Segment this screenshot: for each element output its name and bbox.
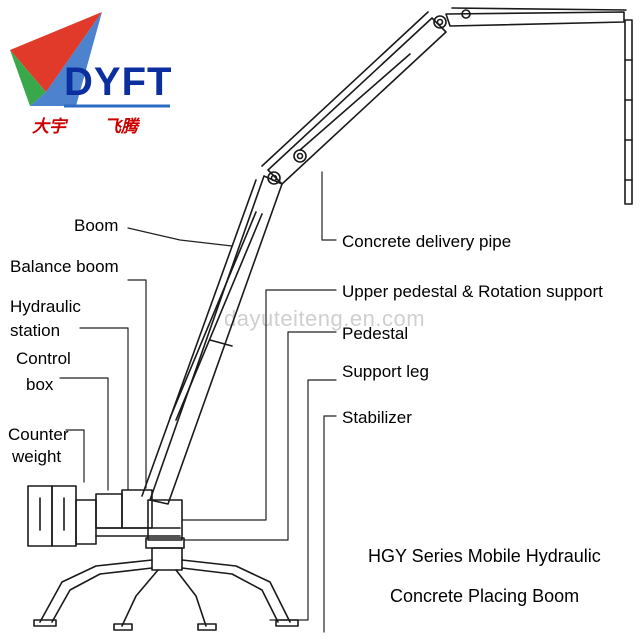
support-leg-right	[181, 559, 291, 623]
logo-green-shape	[10, 50, 46, 106]
label-support-leg: Support leg	[342, 362, 429, 381]
stabilizer-foot-front-right	[197, 623, 217, 631]
leader-boom	[127, 227, 233, 247]
leader-control-box	[59, 377, 109, 491]
control-box	[95, 493, 123, 529]
leader-balance-boom	[127, 279, 147, 489]
leader-upper-pedestal	[181, 289, 337, 521]
boom-cylinder-1	[175, 213, 263, 421]
boom-hinge-2	[293, 149, 307, 163]
boom-section-3-pipe	[451, 7, 627, 11]
support-leg-front-left	[121, 569, 159, 627]
leader-lines	[59, 171, 337, 633]
leader-stabilizer	[323, 415, 337, 633]
logo-blue-shape	[30, 12, 102, 106]
boom-section-1-pipe	[141, 179, 257, 497]
label-upper-pedestal: Upper pedestal & Rotation support	[342, 282, 603, 301]
boom-hinge-2-inner	[296, 152, 304, 160]
support-leg-right-inner	[181, 567, 279, 623]
stabilizer-foot-left	[33, 619, 57, 627]
logo-red-shape	[10, 12, 102, 92]
label-counter-weight-line2: weight	[12, 447, 62, 466]
label-counter-weight-line1: Counter	[8, 425, 69, 444]
boom-section-3	[445, 11, 625, 27]
upper-pedestal	[147, 499, 183, 541]
label-hydraulic-station-line2: station	[10, 321, 61, 340]
label-control-box-line2: box	[26, 375, 54, 394]
boom-section-1-brace	[209, 339, 233, 347]
base-equipment	[95, 489, 185, 571]
counter-weight-blocks	[27, 485, 97, 547]
watermark-text: dayuteiteng.en.com	[224, 306, 426, 331]
stabilizer-foot-front-left	[113, 623, 133, 631]
label-pedestal: Pedestal	[342, 324, 409, 343]
leader-hydraulic-station	[79, 327, 129, 491]
leader-counter-weight	[65, 429, 85, 483]
label-stabilizer: Stabilizer	[342, 408, 412, 427]
boom-section-2-pipe	[261, 11, 429, 167]
label-concrete-delivery-pipe: Concrete delivery pipe	[342, 232, 512, 251]
caption-line-1: HGY Series Mobile Hydraulic	[368, 546, 601, 566]
boom-hinge-3-inner	[436, 18, 444, 26]
leader-delivery-pipe	[321, 171, 337, 241]
boom-hinge-3	[433, 15, 447, 29]
boom-section-2	[267, 17, 447, 185]
dyft-logo-icon	[10, 12, 170, 108]
support-leg-left-inner	[51, 567, 153, 623]
delivery-hose	[624, 19, 633, 205]
boom-hinge-4	[461, 9, 471, 19]
stabilizer-foot-right	[275, 619, 299, 627]
support-legs	[33, 559, 299, 631]
logo-chinese-left: 大宇	[32, 117, 66, 136]
label-control-box-line1: Control	[16, 349, 71, 368]
support-leg-front-right	[175, 569, 207, 627]
counter-weight-frame	[75, 499, 97, 545]
label-balance-boom: Balance boom	[10, 257, 119, 276]
logo-chinese-right: 飞腾	[104, 117, 138, 136]
pedestal	[151, 547, 183, 571]
boom-hinge-1	[267, 171, 281, 185]
boom-section-1	[149, 175, 283, 505]
boom-cylinder-1b	[169, 211, 257, 419]
leader-pedestal	[183, 331, 337, 541]
label-boom: Boom	[74, 216, 119, 235]
boom-cylinder-2	[299, 53, 411, 151]
label-hydraulic-station-line1: Hydraulic	[10, 297, 81, 316]
support-leg-left	[39, 559, 153, 623]
caption-line-2: Concrete Placing Boom	[390, 586, 580, 606]
logo-brand-text: DYFT	[64, 60, 173, 104]
boom-structure	[141, 7, 633, 505]
